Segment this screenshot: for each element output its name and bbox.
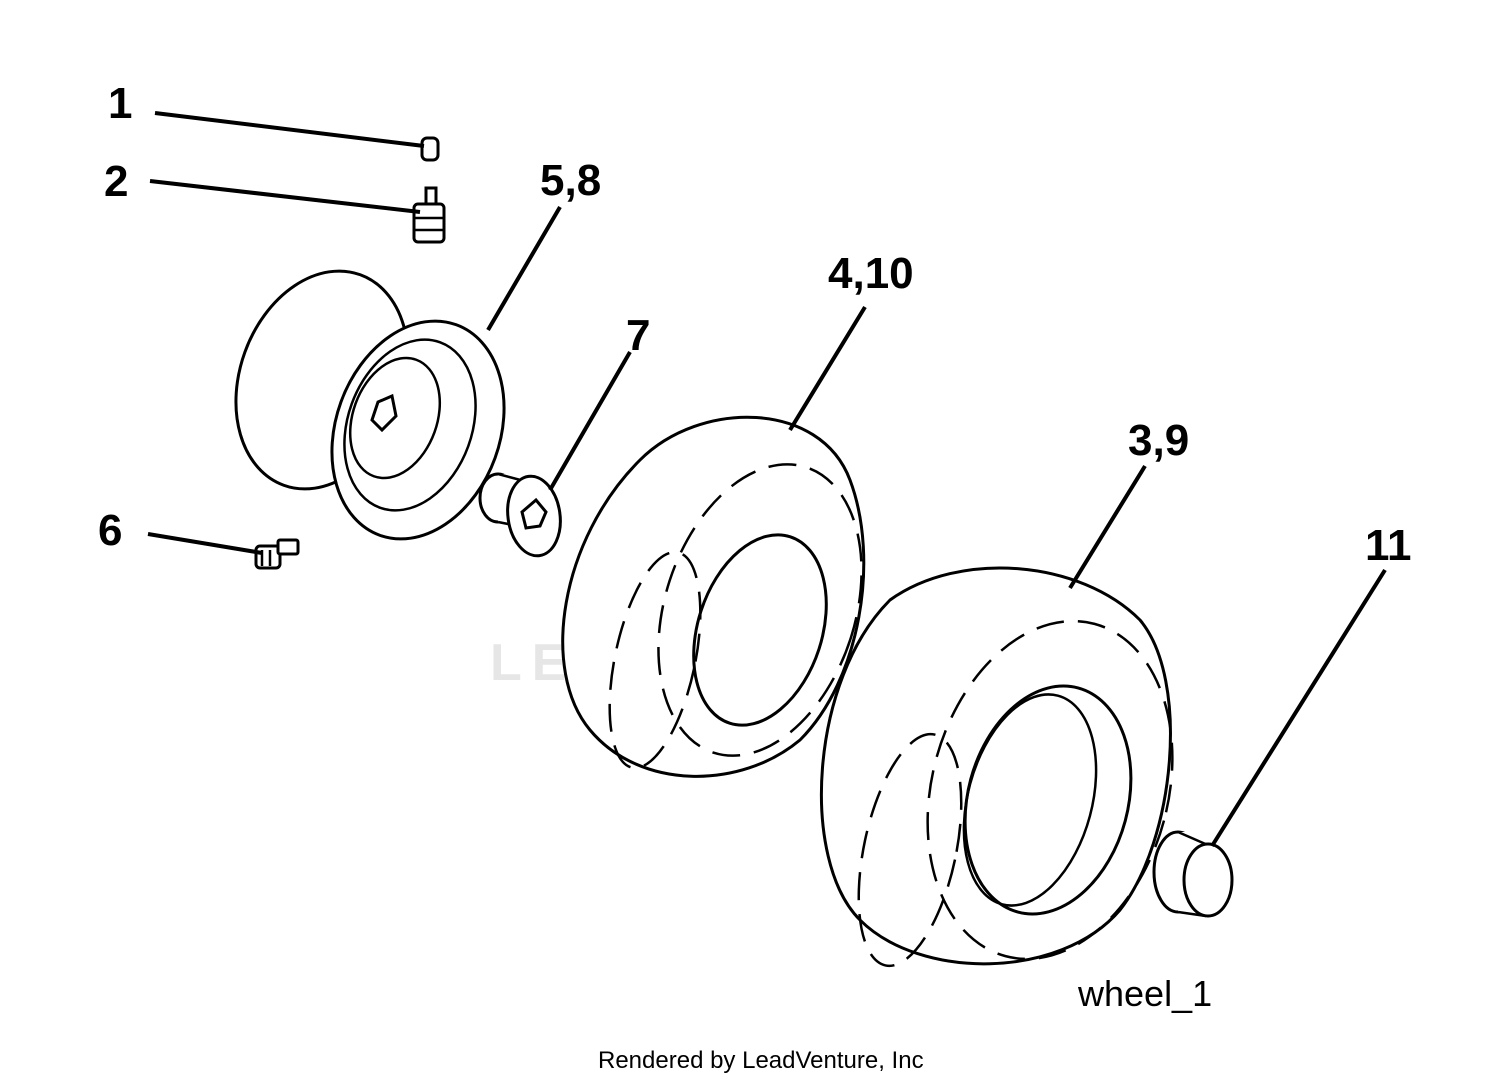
callout-5-8: 5,8 <box>540 156 601 205</box>
diagram-caption: wheel_1 <box>1077 973 1212 1014</box>
valve-cap-part <box>420 136 440 162</box>
callout-11: 11 <box>1365 521 1412 570</box>
lug-bolt-part <box>254 538 300 570</box>
valve-stem-part <box>412 186 446 244</box>
tire-part <box>561 415 866 778</box>
wheel-rim-part <box>234 269 506 541</box>
callout-1: 1 <box>108 79 132 128</box>
callout-4-10: 4,10 <box>828 249 914 298</box>
hub-cap-part <box>1152 830 1234 918</box>
footer-credit: Rendered by LeadVenture, Inc <box>598 1047 924 1074</box>
tire-outer-part <box>820 566 1174 968</box>
callout-7: 7 <box>626 311 650 360</box>
bushing-part <box>478 472 562 558</box>
callout-6: 6 <box>98 506 122 555</box>
leader-lines <box>147 111 1387 848</box>
callout-3-9: 3,9 <box>1128 416 1189 465</box>
callout-2: 2 <box>104 157 128 206</box>
